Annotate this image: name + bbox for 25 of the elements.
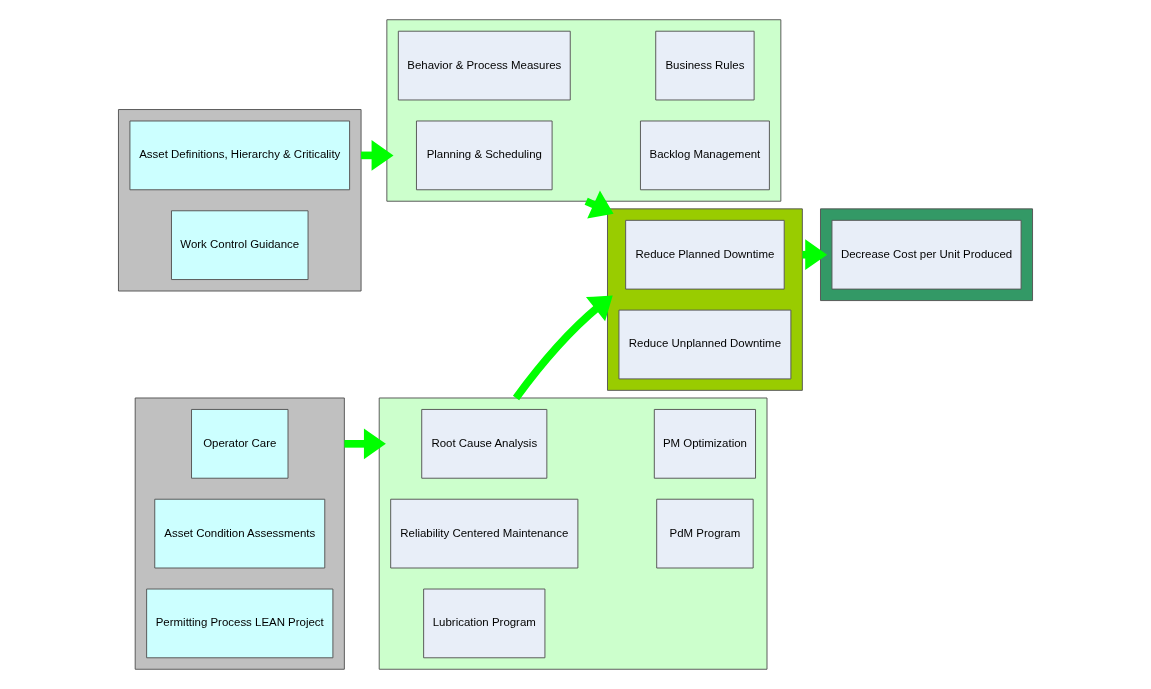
node-box: Root Cause Analysis: [421, 408, 548, 479]
node-box: PM Optimization: [653, 408, 757, 479]
node-box: PdM Program: [656, 498, 754, 569]
node-box: Business Rules: [655, 30, 755, 101]
node-box: Lubrication Program: [423, 588, 546, 659]
node-box: Reliability Centered Maintenance: [390, 498, 579, 569]
node-box: Reduce Unplanned Downtime: [618, 309, 792, 380]
arrow: [344, 428, 386, 460]
node-box: Planning & Scheduling: [416, 120, 553, 191]
arrow: [512, 295, 613, 401]
cluster: [134, 397, 345, 670]
node-box: Permitting Process LEAN Project: [146, 588, 334, 659]
cluster: [386, 19, 782, 202]
node-box: Work Control Guidance: [171, 210, 309, 281]
node-box: Backlog Management: [639, 120, 770, 191]
node-box: Behavior & Process Measures: [397, 30, 571, 101]
node-box: Operator Care: [191, 408, 289, 479]
node-box: Decrease Cost per Unit Produced: [831, 219, 1022, 290]
node-box: Reduce Planned Downtime: [625, 219, 785, 290]
cluster: [378, 397, 768, 670]
cluster: [117, 109, 362, 292]
node-box: Asset Definitions, Hierarchy & Criticality: [129, 120, 351, 191]
cluster: [607, 208, 803, 391]
cluster: [820, 208, 1033, 302]
node-box: Asset Condition Assessments: [154, 498, 326, 569]
